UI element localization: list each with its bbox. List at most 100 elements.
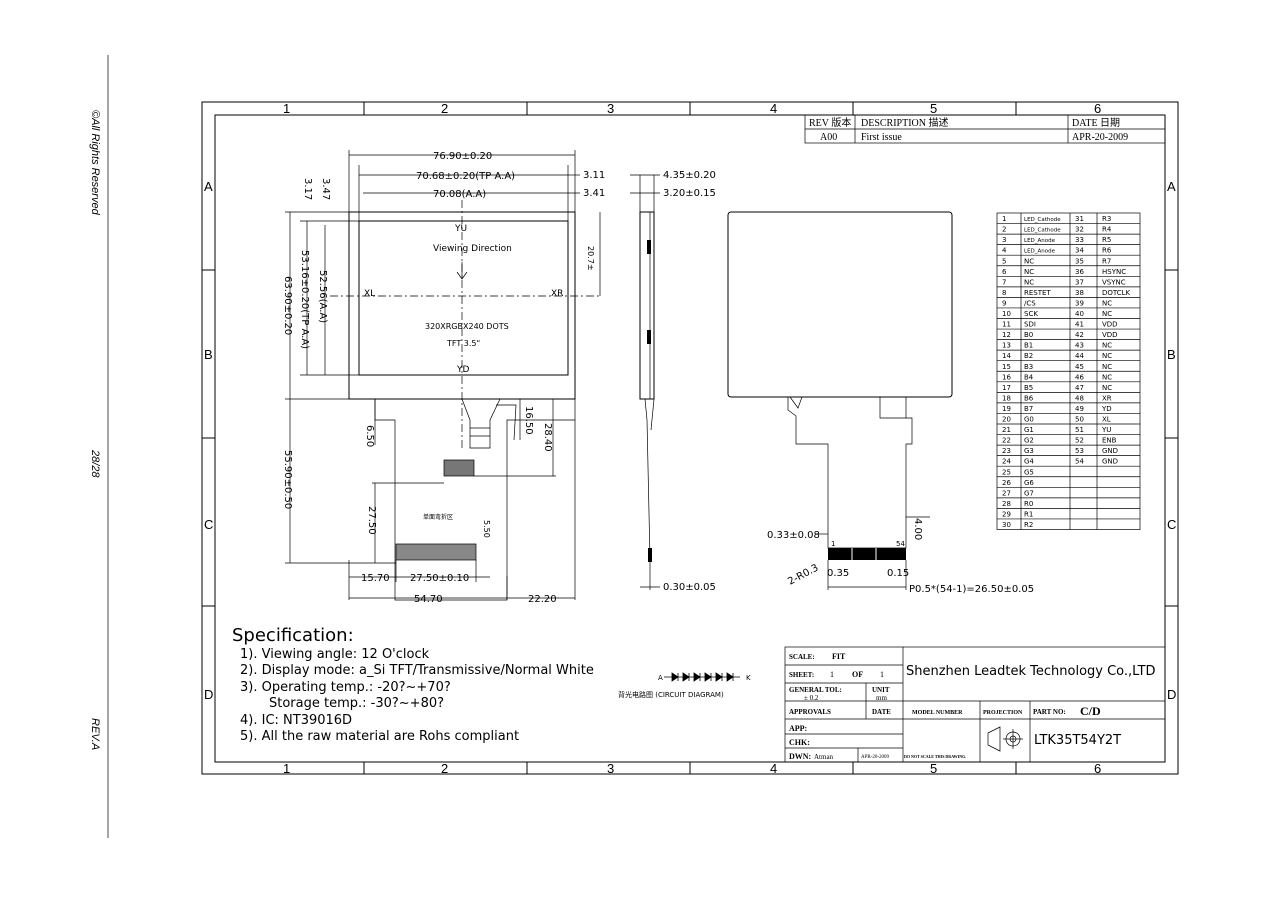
part-no-value: C/D <box>1080 704 1101 718</box>
of-label: OF <box>852 670 863 679</box>
pin-number: 28 <box>1002 500 1011 508</box>
sheet-label: SHEET: <box>789 671 814 679</box>
dim-320: 3.20±0.15 <box>663 188 716 199</box>
pin-number: 52 <box>1075 437 1084 445</box>
dim-height-outline: 63.90±0.20 <box>282 276 293 335</box>
pin-number: 46 <box>1075 373 1084 381</box>
dim-outline-width: 76.90±0.20 <box>433 151 492 162</box>
pin-signal: XL <box>1102 416 1111 424</box>
front-view: 76.90±0.20 70.68±0.20(TP A.A) 70.08(A.A)… <box>282 150 605 605</box>
pin-number: 44 <box>1075 352 1084 360</box>
pin-signal: DOTCLK <box>1102 289 1131 297</box>
dim-435: 4.35±0.20 <box>663 170 716 181</box>
view-arrow <box>456 262 468 280</box>
pin-number: 41 <box>1075 321 1084 329</box>
date-label: DATE <box>872 708 891 716</box>
pin-signal: G1 <box>1024 426 1034 434</box>
projection-symbol-icon <box>987 726 1023 752</box>
pin-number: 14 <box>1002 352 1011 360</box>
pin-number: 43 <box>1075 342 1084 350</box>
rev-header: REV 版本 <box>809 116 851 129</box>
pin-number: 21 <box>1002 426 1011 434</box>
col-label: 2 <box>441 761 448 776</box>
approvals-label: APPROVALS <box>789 708 831 716</box>
spec-line-2: 2). Display mode: a_Si TFT/Transmissive/… <box>240 663 594 678</box>
label-yd: YD <box>456 365 469 375</box>
row-label: C <box>1167 517 1176 532</box>
pin-number: 15 <box>1002 363 1011 371</box>
dim-r03: 2-R0.3 <box>786 563 820 588</box>
gold-fingers <box>828 548 906 560</box>
dim-2750v: 27.50 <box>366 506 377 535</box>
pin-number: 25 <box>1002 468 1011 476</box>
pin-number: 20 <box>1002 416 1011 424</box>
date-value: APR-20-2009 <box>1072 132 1128 143</box>
unit-label: UNIT <box>872 686 890 694</box>
spec-line-3: 3). Operating temp.: -20?~+70? <box>240 680 451 695</box>
part-no-label: PART NO: <box>1033 708 1066 716</box>
pin-signal: G4 <box>1024 458 1034 466</box>
pin-signal: GND <box>1102 447 1118 455</box>
pin-number: 49 <box>1075 405 1084 413</box>
side-outline <box>639 211 655 400</box>
pin-number: 23 <box>1002 447 1011 455</box>
pin-number: 1 <box>1002 215 1006 223</box>
projection-label: PROJECTION <box>983 710 1023 716</box>
pin-number: 27 <box>1002 489 1011 497</box>
fpc-outline <box>374 399 576 601</box>
pin-signal: /CS <box>1024 299 1036 307</box>
pin-number: 6 <box>1002 268 1007 276</box>
pin-signal: B0 <box>1024 331 1033 339</box>
row-label: D <box>204 687 213 702</box>
pin-signal: B1 <box>1024 342 1033 350</box>
pin-number: 32 <box>1075 226 1084 234</box>
pin-signal: NC <box>1102 363 1112 371</box>
col-label: 5 <box>930 101 937 116</box>
pin-number: 30 <box>1002 521 1011 529</box>
pin-number: 35 <box>1075 257 1084 265</box>
label-viewing: Viewing Direction <box>433 244 512 254</box>
date-header: DATE 日期 <box>1072 117 1120 129</box>
pin-number: 29 <box>1002 510 1011 518</box>
active-area <box>358 220 569 376</box>
pin-signal: VDD <box>1102 321 1118 329</box>
tol-value: ± 0.2 <box>804 694 819 702</box>
company-name: Shenzhen Leadtek Technology Co.,LTD <box>906 664 1156 679</box>
pin-number: 5 <box>1002 257 1006 265</box>
pin-signal: NC <box>1102 299 1112 307</box>
scale-label: SCALE: <box>789 653 815 661</box>
connector-pad <box>395 543 477 561</box>
tol-label: GENERAL TOL: <box>789 686 842 694</box>
unit-value: mm <box>876 694 887 702</box>
pin-signal: LED_Anode <box>1024 238 1056 244</box>
pin-signal: G0 <box>1024 416 1034 424</box>
fpc-flag <box>496 404 517 441</box>
dim-311: 3.11 <box>583 170 605 181</box>
row-label: D <box>1167 687 1176 702</box>
circuit-diagram: A K 背光电路图 (CIRCUIT DIAGRAM) <box>618 672 751 699</box>
pin-number: 7 <box>1002 278 1006 286</box>
pin-number: 4 <box>1002 247 1007 255</box>
pin-number: 47 <box>1075 384 1084 392</box>
led-string-icon <box>671 672 734 682</box>
pin-signal: XR <box>1102 394 1112 402</box>
pin-signal: LED_Cathode <box>1024 217 1061 223</box>
pin-signal: VSYNC <box>1102 278 1126 286</box>
pin-signal: G7 <box>1024 489 1034 497</box>
dim-015: 0.15 <box>887 568 909 579</box>
pin-signal: NC <box>1102 342 1112 350</box>
pin-signal: B4 <box>1024 373 1034 381</box>
dim-5590: 55.90±0.50 <box>282 450 293 509</box>
pin-number: 39 <box>1075 299 1084 307</box>
pin-number: 11 <box>1002 321 1011 329</box>
led-icon <box>704 672 712 682</box>
pin-signal: B2 <box>1024 352 1033 360</box>
spec-line-4: Storage temp.: -30?~+80? <box>269 696 444 711</box>
side-tail <box>644 398 651 590</box>
pin-number: 19 <box>1002 405 1011 413</box>
pin-signal: YU <box>1101 426 1111 434</box>
pin-number: 9 <box>1002 299 1006 307</box>
pin-number: 38 <box>1075 289 1084 297</box>
dim-550: 5.50 <box>482 520 491 538</box>
pin-number: 24 <box>1002 458 1011 466</box>
